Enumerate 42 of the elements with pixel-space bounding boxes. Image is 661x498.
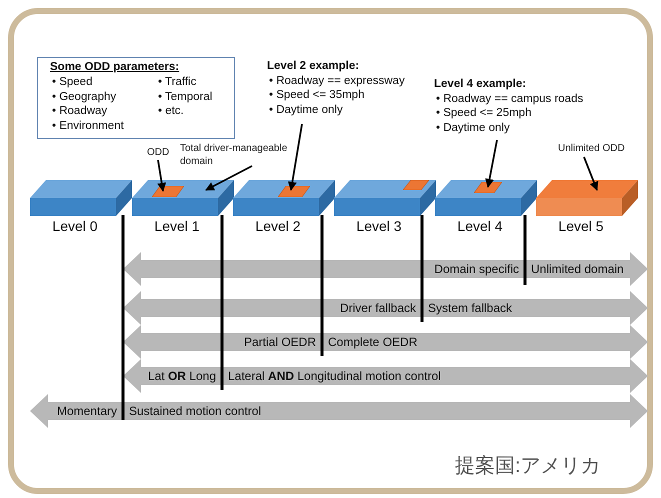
list-item: • Roadway == campus roads [436,92,584,104]
band-label: Complete OEDR [328,334,418,350]
level-label: Level 1 [153,218,201,234]
band-label: Lat OR Long [148,368,216,384]
note-text: 提案国:アメリカ [455,454,601,479]
parameter-box [37,57,235,139]
list-item: • Traffic [158,76,196,88]
leader-arrow [205,165,252,191]
level-label: Level 0 [51,218,99,234]
list-item: • Environment [52,120,124,132]
list-item: • Daytime only [436,122,510,134]
list-item: • Speed <= 25mph [436,107,532,119]
example-heading: Level 2 example: [267,60,360,72]
leader-arrow [485,140,498,188]
list-item: • Daytime only [269,104,343,116]
callout-text: Total driver-manageable domain [180,142,292,168]
level-label: Level 4 [456,218,504,234]
level-label: Level 2 [254,218,302,234]
leader-arrow [288,124,303,191]
list-item: • Geography [52,90,116,102]
band-label: Momentary [56,403,117,419]
level-label: Level 3 [355,218,403,234]
callout-text: Unlimited ODD [558,142,638,155]
callout-text: ODD [147,146,177,159]
band-label: Driver fallback [340,300,416,316]
list-item: • Speed [52,76,92,88]
box-heading: Some ODD parameters: [50,61,180,73]
band-label: Lateral AND Longitudinal motion control [228,368,441,384]
list-item: • etc. [158,105,184,117]
band-label: Partial OEDR [244,334,316,350]
list-item: • Temporal [158,90,212,102]
list-item: • Speed <= 35mph [269,89,364,101]
band-label: Unlimited domain [531,261,624,277]
level-label: Level 5 [557,218,605,234]
band-label: Domain specific [434,261,519,277]
band-label: System fallback [428,300,512,316]
list-item: • Roadway == expressway [269,74,405,86]
list-item: • Roadway [52,105,108,117]
example-heading: Level 4 example: [434,78,526,90]
band-label: Sustained motion control [129,403,262,419]
leader-arrow [157,160,166,192]
leader-arrow [583,156,598,191]
